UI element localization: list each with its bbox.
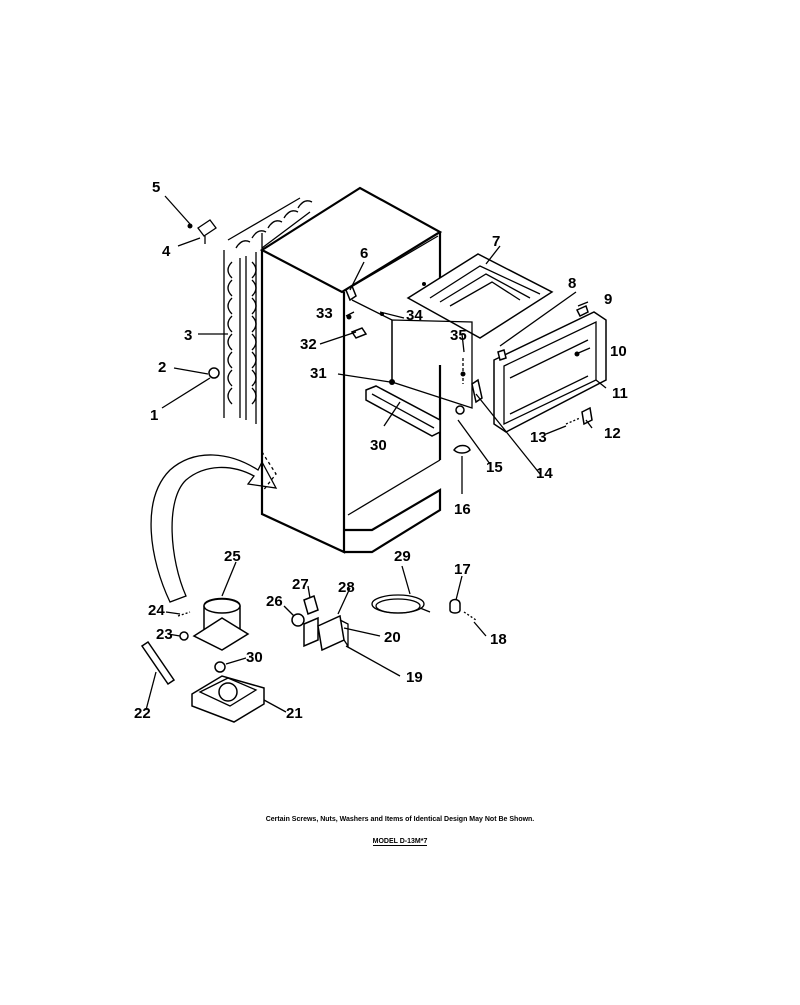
condenser-coil bbox=[223, 197, 313, 425]
label-20: 20 bbox=[384, 629, 401, 646]
label-9: 9 bbox=[604, 291, 612, 308]
label-30: 30 bbox=[370, 437, 387, 454]
drip-tray bbox=[365, 385, 441, 437]
model-number: MODEL D-13M*7 bbox=[0, 838, 800, 846]
label-29: 29 bbox=[394, 548, 411, 565]
label-5: 5 bbox=[152, 179, 160, 196]
label-15: 15 bbox=[486, 459, 503, 476]
label-34: 34 bbox=[406, 307, 423, 324]
label-17: 17 bbox=[454, 561, 471, 578]
label-8: 8 bbox=[568, 275, 576, 292]
callout-labels: 1 2 3 4 5 6 7 8 9 10 11 12 13 14 15 16 1… bbox=[134, 179, 628, 722]
flow-arrow bbox=[150, 454, 278, 603]
label-11: 11 bbox=[612, 385, 628, 402]
label-18: 18 bbox=[490, 631, 507, 648]
cabinet bbox=[259, 186, 443, 554]
label-13: 13 bbox=[530, 429, 547, 446]
label-12: 12 bbox=[604, 425, 621, 442]
label-35: 35 bbox=[450, 327, 467, 344]
freezer-liner bbox=[351, 299, 473, 409]
label-4: 4 bbox=[162, 243, 171, 260]
hardware-parts bbox=[187, 219, 593, 454]
label-10: 10 bbox=[610, 343, 627, 360]
label-19: 19 bbox=[406, 669, 423, 686]
label-25: 25 bbox=[224, 548, 241, 565]
label-21: 21 bbox=[286, 705, 303, 722]
label-30-lower: 30 bbox=[246, 649, 263, 666]
electrical-parts bbox=[291, 594, 477, 652]
label-3: 3 bbox=[184, 327, 192, 344]
label-22: 22 bbox=[134, 705, 151, 722]
label-26: 26 bbox=[266, 593, 283, 610]
label-23: 23 bbox=[156, 626, 173, 643]
label-33: 33 bbox=[316, 305, 333, 322]
label-16: 16 bbox=[454, 501, 471, 518]
compressor-assembly bbox=[140, 597, 265, 723]
evaporator-plate bbox=[406, 253, 554, 339]
label-28: 28 bbox=[338, 579, 355, 596]
label-27: 27 bbox=[292, 576, 309, 593]
label-1: 1 bbox=[150, 407, 158, 424]
label-7: 7 bbox=[492, 233, 500, 250]
leader-lines bbox=[145, 195, 607, 713]
label-6: 6 bbox=[360, 245, 368, 262]
label-32: 32 bbox=[300, 336, 317, 353]
label-24: 24 bbox=[148, 602, 165, 619]
label-31: 31 bbox=[310, 365, 327, 382]
label-14: 14 bbox=[536, 465, 553, 482]
label-2: 2 bbox=[158, 359, 166, 376]
model-number-text: MODEL D-13M*7 bbox=[372, 838, 428, 846]
footnote-text: Certain Screws, Nuts, Washers and Items … bbox=[265, 816, 535, 823]
